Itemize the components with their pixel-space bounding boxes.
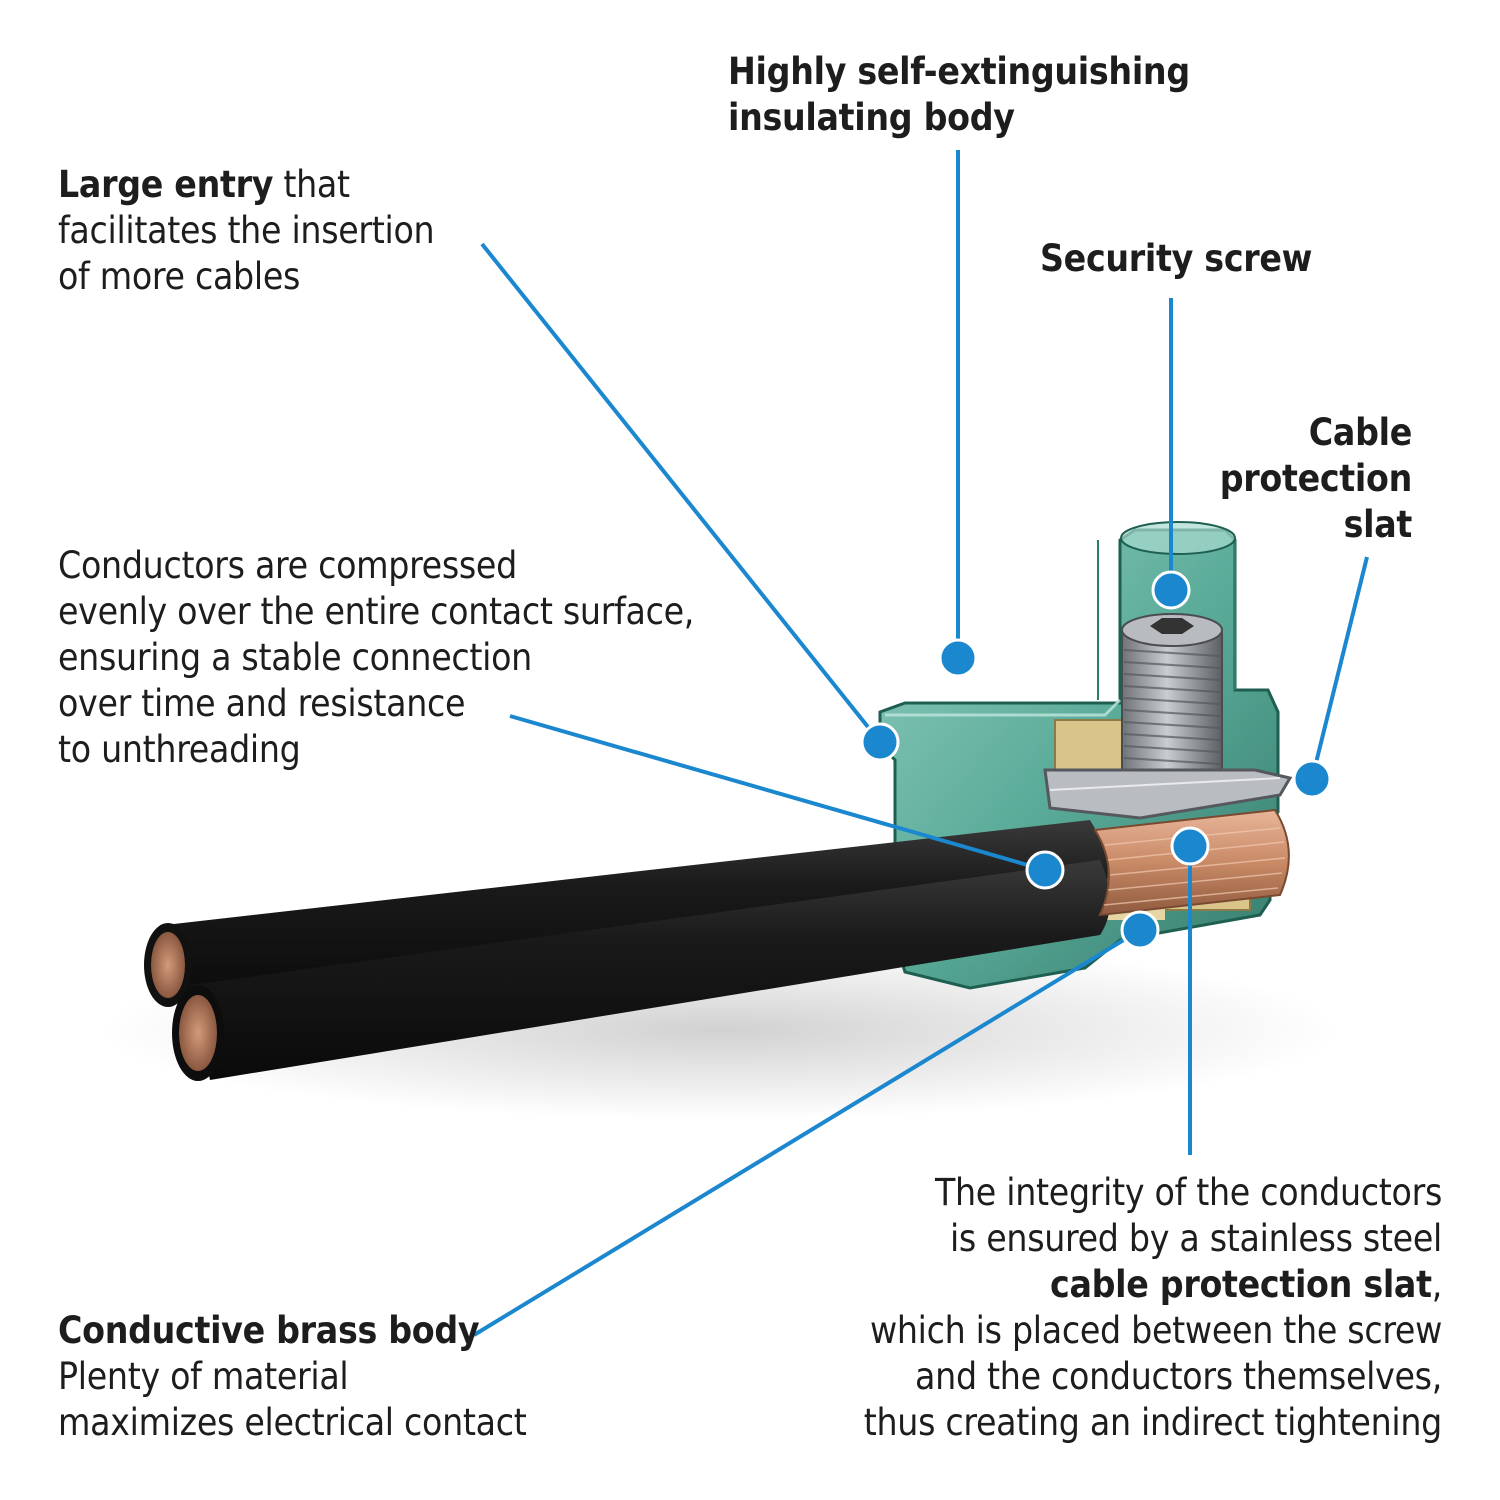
integrity-bold: cable protection slat	[1050, 1263, 1432, 1306]
brass-line-3: maximizes electrical contact	[58, 1401, 527, 1444]
callout-line-brass	[472, 928, 1142, 1337]
label-insulating-body: Highly self-extinguishing insulating bod…	[728, 49, 1190, 141]
conductors-line-5: to unthreading	[58, 728, 301, 771]
integrity-bold-suffix: ,	[1431, 1263, 1443, 1306]
insulating-line-1: Highly self-extinguishing	[728, 50, 1190, 93]
callout-line-conductors	[509, 714, 1046, 872]
callout-dot-insulating	[938, 638, 978, 678]
brass-line-2: Plenty of material	[58, 1355, 349, 1398]
callout-dot-conductors	[1025, 850, 1065, 890]
conductors-line-1: Conductors are compressed	[58, 544, 517, 587]
security-screw-text: Security screw	[1040, 237, 1313, 280]
integrity-line-6: thus creating an indirect tightening	[863, 1401, 1443, 1444]
callout-dot-security	[1151, 570, 1191, 610]
brass-bold: Conductive brass body	[58, 1309, 480, 1352]
integrity-line-4: which is placed between the screw	[869, 1309, 1442, 1352]
callout-dot-brass	[1120, 910, 1160, 950]
protection-slat	[1043, 768, 1293, 820]
slat-line-1: Cable	[1308, 411, 1413, 454]
integrity-line-5: and the conductors themselves,	[915, 1355, 1442, 1398]
slat-line-2: protection	[1219, 457, 1413, 500]
conductors-line-2: evenly over the entire contact surface,	[58, 590, 695, 633]
label-security-screw: Security screw	[1040, 236, 1312, 282]
conductors-line-3: ensuring a stable connection	[58, 636, 532, 679]
large-entry-line-1-rest: that	[273, 163, 350, 206]
insulating-line-2: insulating body	[728, 96, 1015, 139]
integrity-line-2: is ensured by a stainless steel	[949, 1217, 1442, 1260]
label-integrity: The integrity of the conductors is ensur…	[863, 1170, 1443, 1446]
callout-line-slat	[1310, 556, 1369, 780]
integrity-line-1: The integrity of the conductors	[934, 1171, 1442, 1214]
label-cable-protection-slat: Cable protection slat	[1219, 410, 1413, 548]
large-entry-line-3: of more cables	[58, 255, 301, 298]
label-large-entry: Large entry that facilitates the inserti…	[58, 162, 435, 300]
callout-dot-slat	[1292, 759, 1332, 799]
large-entry-bold: Large entry	[58, 163, 274, 206]
cables	[144, 808, 1290, 1081]
label-conductors: Conductors are compressed evenly over th…	[58, 543, 694, 773]
conductors-line-4: over time and resistance	[58, 682, 466, 725]
callout-line-large-entry	[480, 242, 882, 744]
slat-line-3: slat	[1343, 503, 1413, 546]
callout-dots	[860, 570, 1332, 950]
callout-dot-integrity	[1170, 826, 1210, 866]
security-screw	[1121, 613, 1223, 794]
large-entry-line-2: facilitates the insertion	[58, 209, 435, 252]
callout-lines	[472, 150, 1369, 1337]
callout-dot-large-entry	[860, 722, 900, 762]
label-brass-body: Conductive brass body Plenty of material…	[58, 1308, 527, 1446]
